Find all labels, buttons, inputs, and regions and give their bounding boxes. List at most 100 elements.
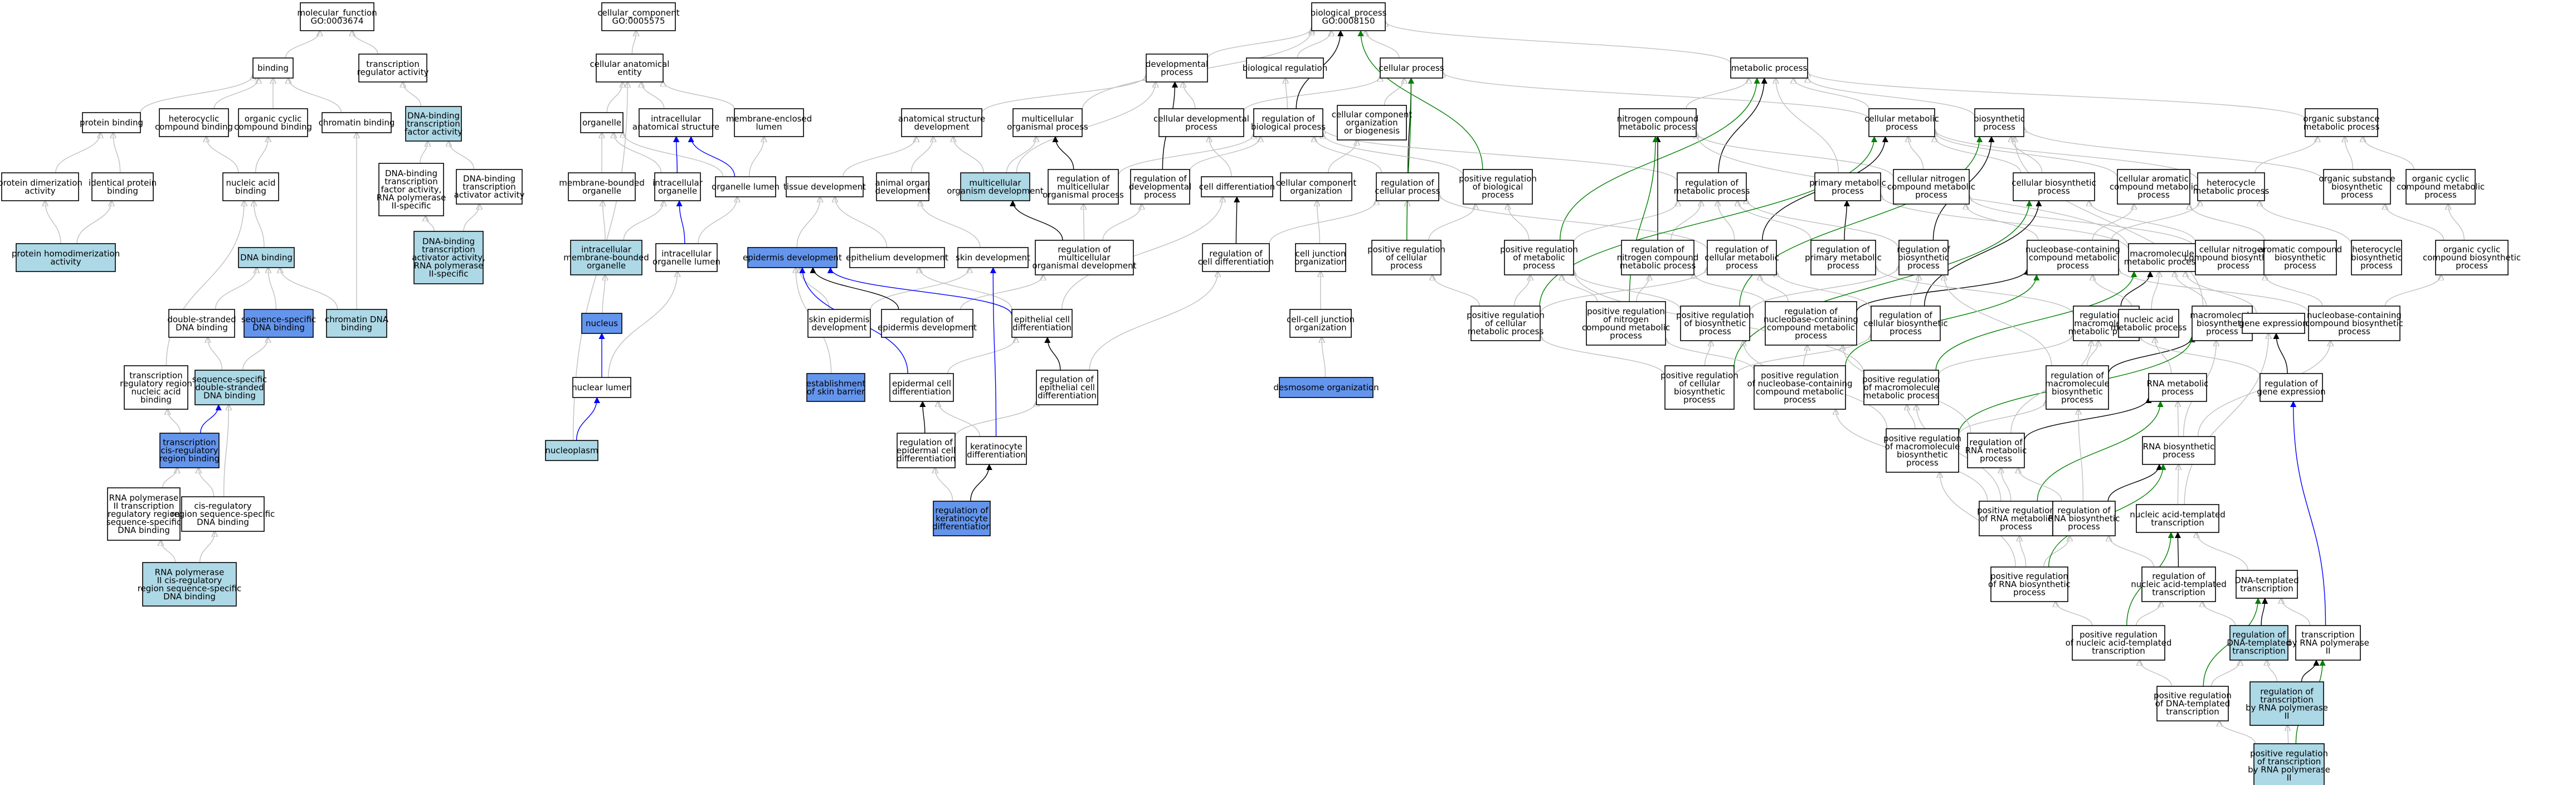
go-term-node-rncbmp[interactable]: regulation ofnucleobase-containingcompou… [1764,301,1858,346]
go-term-node-bind[interactable]: binding [252,57,294,79]
go-term-node-epd[interactable]: epithelium development [846,247,948,268]
go-term-node-skd[interactable]: skin development [956,247,1030,268]
go-term-node-geneexp[interactable]: gene expression [2239,313,2308,334]
go-term-node-ed[interactable]: epidermis development [743,247,842,268]
go-term-node-dso[interactable]: desmosome organization [1273,377,1379,398]
go-term-node-metp[interactable]: metabolic process [1730,57,1808,79]
go-term-node-rmbp[interactable]: regulation ofmacromoleculebiosyntheticpr… [2045,365,2110,410]
go-term-node-org[interactable]: organelle [580,112,624,133]
go-term-node-prob[interactable]: protein binding [80,112,143,133]
go-term-node-cellp[interactable]: cellular process [1379,57,1444,79]
go-term-node-td[interactable]: tissue development [783,176,866,197]
go-term-node-chrb[interactable]: chromatin binding [319,112,395,133]
go-term-node-cdiff[interactable]: cell differentiation [1199,176,1275,197]
go-term-node-nuc[interactable]: nucleus [581,313,622,334]
go-term-node-breg[interactable]: biological regulation [1243,57,1327,79]
